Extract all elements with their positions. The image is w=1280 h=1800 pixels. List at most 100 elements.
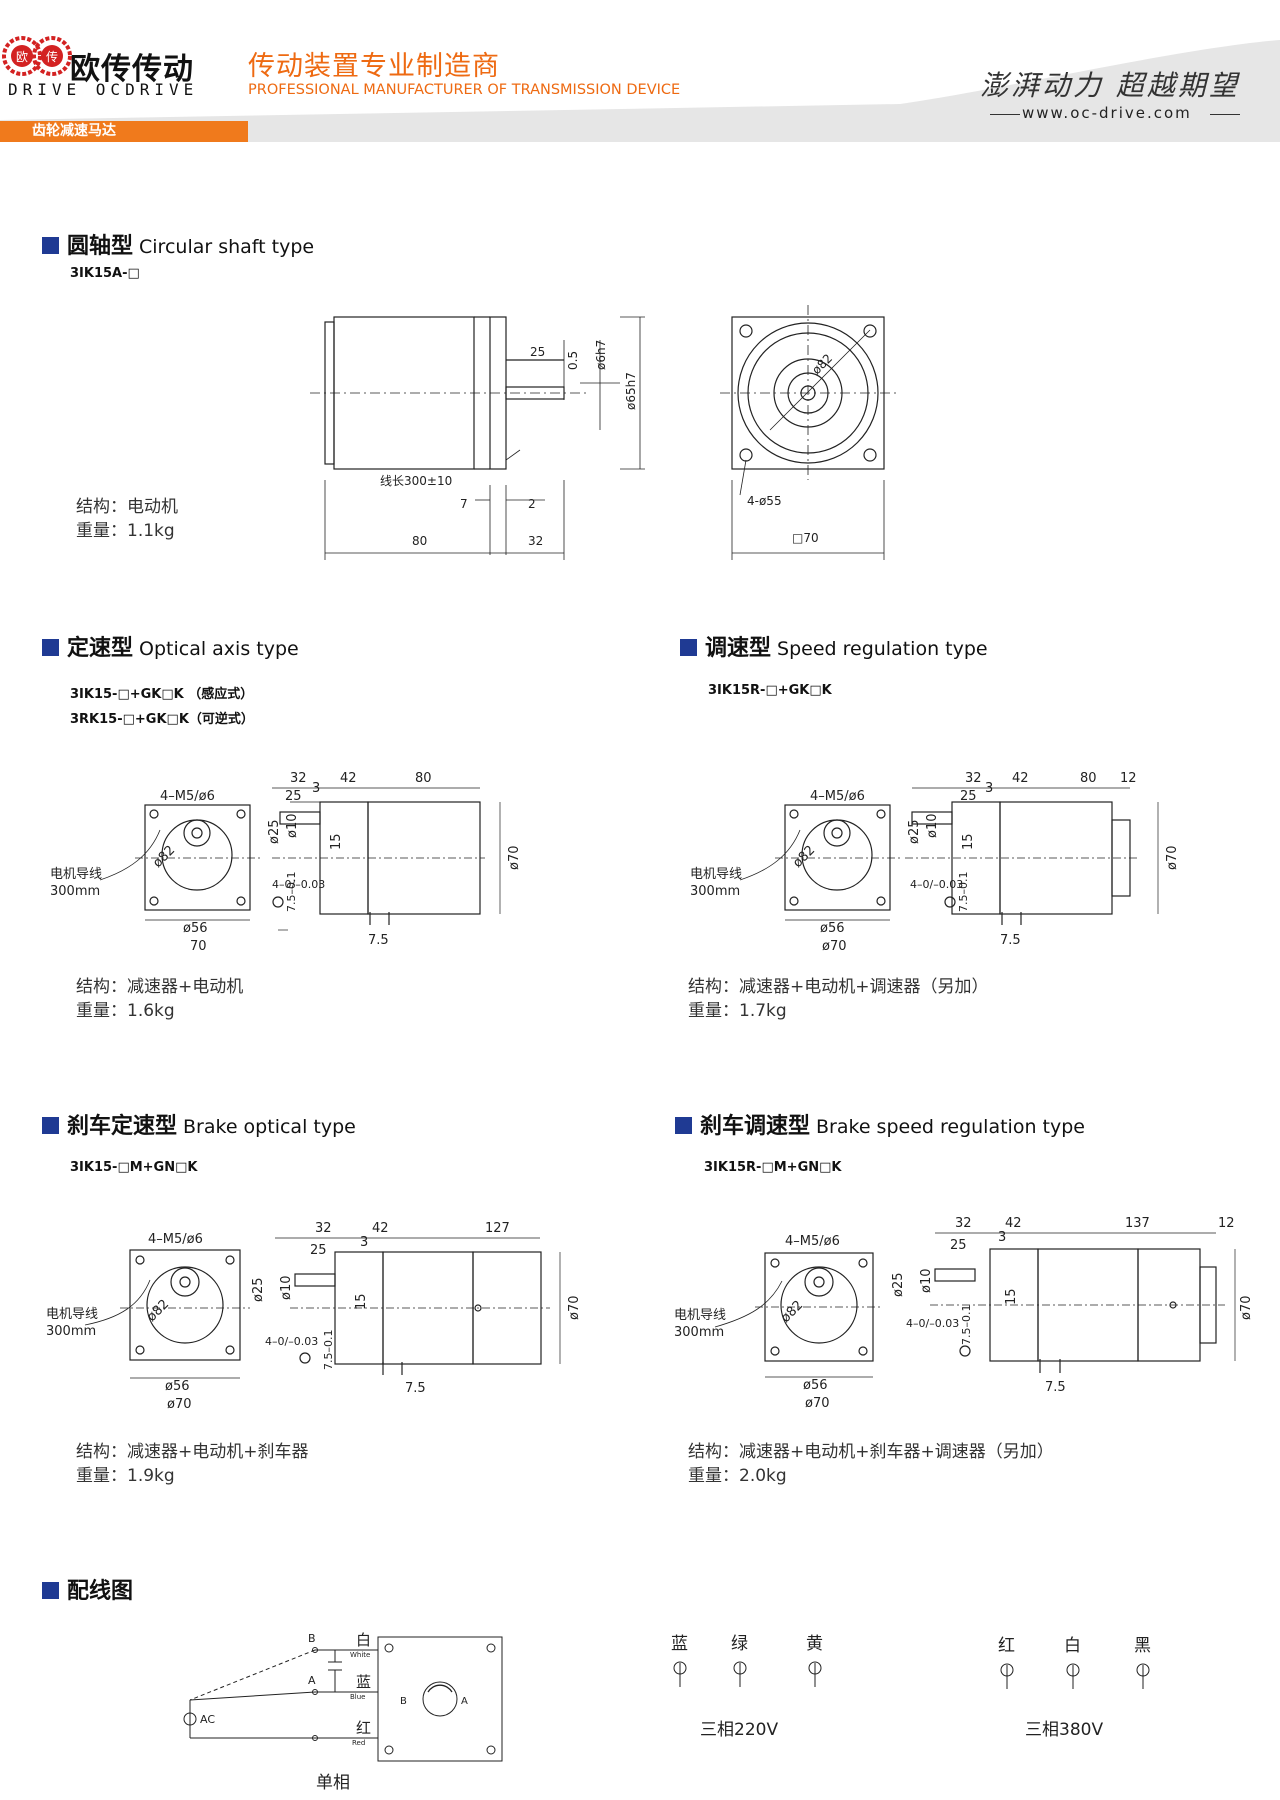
dim-2: 2 [528,497,536,511]
weight-text: 重量：1.9kg [76,1466,175,1486]
dim-15: 15 [354,1293,369,1310]
wire-white-en: White [350,1651,370,1659]
wire-label: 电机导线 [674,1308,726,1323]
dim-d70v: ø70 [1239,1296,1254,1321]
dim-75: 7.5–0.1 [957,872,970,913]
dim-d10v: ø10 [925,814,940,839]
dim-d25v: ø25 [267,820,282,845]
dim-75: 7.5–0.1 [960,1305,973,1346]
dim-d70b: ø70 [822,939,847,954]
terminal-b: B [308,1632,316,1645]
weight-text: 重量：1.1kg [76,521,175,541]
header-background [0,40,1280,142]
wire-length: 300mm [690,884,740,899]
dim-25: 25 [530,345,545,359]
dim-d25v: ø25 [891,1273,906,1298]
wire-blue: 蓝 [356,1673,371,1691]
dim-75b: 7.5 [1000,933,1021,948]
spec-brake-optical: 结构：减速器+电动机+刹车器 重量：1.9kg [76,1440,309,1488]
dim-12: 12 [1218,1216,1235,1231]
dim-42: 42 [372,1221,389,1236]
dim-70: 70 [190,939,207,954]
wire-white: 白 [356,1631,371,1649]
wire-label: 电机导线 [690,867,742,882]
title-cn: 调速型 [705,636,772,661]
rotation-a: A [461,1696,468,1707]
wire-length: 300mm [674,1325,724,1340]
section-square-icon [42,237,59,254]
dim-25: 25 [285,789,302,804]
tagline-cn: 传动装置专业制造商 [248,51,500,82]
dim-d70v: ø70 [567,1296,582,1321]
dim-12: 12 [1120,771,1137,786]
dim-d10v: ø10 [919,1269,934,1294]
dim-3: 3 [360,1235,368,1250]
category-tab: 齿轮减速马达 [0,121,248,142]
spec-brake-speed: 结构：减速器+电动机+刹车器+调速器（另加） 重量：2.0kg [688,1440,1054,1488]
svg-text:欧: 欧 [16,50,28,64]
dim-d56: ø56 [820,921,845,936]
three-phase-380-label: 三相380V [1025,1720,1103,1740]
ac-label: AC [200,1713,215,1726]
dim-25: 25 [960,789,977,804]
dim-3: 3 [998,1230,1006,1245]
dim-25: 25 [950,1238,967,1253]
dim-3: 3 [312,781,320,796]
dim-80: 80 [412,534,427,548]
drawing-circular: 25 0.5 ø6h7 ø65h7 线长300±10 7 2 80 32 ø82… [310,305,900,560]
title-cn: 圆轴型 [67,234,134,259]
dim-d70b: ø70 [805,1396,830,1411]
rotation-b: B [400,1696,407,1707]
structure-text: 结构：减速器+电动机+刹车器+调速器（另加） [688,1442,1054,1462]
dim-7: 7 [460,497,468,511]
dim-d6h7: ø6h7 [594,340,608,370]
dim-d82: ø82 [790,843,818,871]
dim-d10v: ø10 [279,1276,294,1301]
spec-circular: 结构：电动机 重量：1.1kg [76,495,178,543]
svg-text:传: 传 [46,49,58,64]
weight-text: 重量：2.0kg [688,1466,787,1486]
dim-d82: ø82 [778,1298,806,1326]
wire-length: 300mm [50,884,100,899]
dim-42: 42 [1012,771,1029,786]
model-speed: 3IK15R-□+GK□K [708,683,832,698]
title-en: Brake speed regulation type [816,1116,1085,1138]
dim-25: 25 [310,1243,327,1258]
section-square-icon [42,639,59,656]
dim-d70v: ø70 [1165,846,1180,871]
dim-05: 0.5 [566,351,580,370]
dim-32: 32 [315,1221,332,1236]
website-rule-right [1210,114,1240,115]
dim-d56: ø56 [183,921,208,936]
terminal-a: A [308,1674,316,1687]
dim-d56: ø56 [803,1378,828,1393]
section-square-icon [680,639,697,656]
structure-text: 结构：减速器+电动机+调速器（另加） [688,977,989,997]
brand-name-en: DRIVE OCDRIVE [8,80,199,99]
dim-42: 42 [1005,1216,1022,1231]
dim-d65h7: ø65h7 [624,372,638,410]
dim-75b: 7.5 [368,933,389,948]
section-square-icon [42,1582,59,1599]
tagline-en: PROFESSIONAL MANUFACTURER OF TRANSMISSIO… [248,82,681,98]
dim-key: 4–0/–0.03 [265,1335,318,1348]
model-brake-speed: 3IK15R-□M+GN□K [704,1160,842,1175]
dim-80: 80 [1080,771,1097,786]
dim-key: 4–0/–0.03 [272,878,325,891]
wiring-single-phase: B A 白 White 蓝 Blue 红 Red AC B A 单相 [183,1631,503,1793]
title-en: Circular shaft type [139,236,315,258]
three-phase-220-label: 三相220V [700,1720,778,1740]
single-phase-label: 单相 [316,1773,350,1793]
title-en: Speed regulation type [777,638,988,660]
dim-137: 137 [1125,1216,1150,1231]
dim-key: 4–0/–0.03 [910,878,963,891]
model-circular: 3IK15A-□ [70,266,140,281]
title-cn: 刹车调速型 [700,1114,811,1139]
dim-3: 3 [985,781,993,796]
section-square-icon [675,1117,692,1134]
